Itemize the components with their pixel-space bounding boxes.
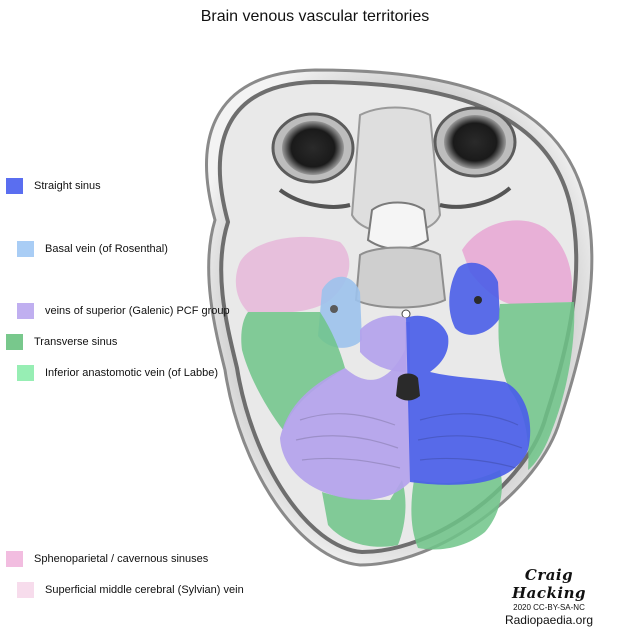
legend-label-sphenoparietal: Sphenoparietal / cavernous sinuses [34, 553, 209, 565]
suprasellar-region [354, 246, 447, 309]
legend-swatch-straight-sinus [6, 178, 23, 194]
legend-label-galenic-pcf: veins of superior (Galenic) PCF group [45, 305, 230, 317]
site-text: Radiopaedia.org [504, 613, 594, 627]
legend-swatch-galenic-pcf [17, 303, 34, 319]
territory-transverse-right [498, 302, 575, 470]
diagram-title: Brain venous vascular territories [200, 8, 430, 25]
right-eye [444, 115, 506, 169]
territory-galenic-pcf [280, 322, 410, 500]
legend-label-straight-sinus: Straight sinus [34, 180, 101, 192]
territory-sphenoparietal-left [235, 236, 350, 312]
nasal-region [350, 106, 442, 235]
legend-item-basal-vein: Basal vein (of Rosenthal) [17, 241, 168, 257]
fourth-ventricle [396, 373, 420, 401]
sphenoid-sinus [366, 201, 430, 250]
basilar-artery [401, 309, 411, 319]
left-eye [282, 121, 344, 175]
legend-label-labbe: Inferior anastomotic vein (of Labbe) [45, 367, 219, 379]
territory-transverse-posterior-right [411, 470, 502, 550]
legend-item-galenic-pcf: veins of superior (Galenic) PCF group [17, 303, 230, 319]
legend-label-basal-vein: Basal vein (of Rosenthal) [45, 243, 168, 255]
territory-galenic-midbrain [360, 315, 406, 372]
legend-item-labbe: Inferior anastomotic vein (of Labbe) [17, 365, 218, 381]
legend-swatch-transverse-sinus [6, 334, 23, 350]
basal-region-dot [330, 305, 338, 313]
legend-swatch-basal-vein [17, 241, 34, 257]
cerebellar-folia [295, 413, 523, 469]
legend-label-transverse-sinus: Transverse sinus [34, 336, 118, 348]
legend-item-sphenoparietal: Sphenoparietal / cavernous sinuses [6, 551, 208, 567]
legend-item-sylvian: Superficial middle cerebral (Sylvian) ve… [17, 582, 244, 598]
legend-swatch-sphenoparietal [6, 551, 23, 567]
credit-block: Craig Hacking 2020 CC-BY-SA-NC Radiopaed… [494, 566, 604, 627]
legend-item-transverse-sinus: Transverse sinus [6, 334, 117, 350]
right-orbital-wall [439, 186, 512, 209]
territory-transverse-left [241, 312, 345, 430]
legend-swatch-sylvian [17, 582, 34, 598]
legend-swatch-labbe [17, 365, 34, 381]
territory-straight-sinus-main [406, 315, 531, 485]
territory-transverse-posterior-left [322, 480, 406, 547]
legend-item-straight-sinus: Straight sinus [6, 178, 101, 194]
author-signature: Craig Hacking [511, 566, 586, 602]
legend-label-sylvian: Superficial middle cerebral (Sylvian) ve… [45, 584, 244, 596]
blue-region-dot [474, 296, 482, 304]
license-text: 2020 CC-BY-SA-NC [513, 603, 585, 612]
left-orbital-wall [278, 188, 351, 209]
